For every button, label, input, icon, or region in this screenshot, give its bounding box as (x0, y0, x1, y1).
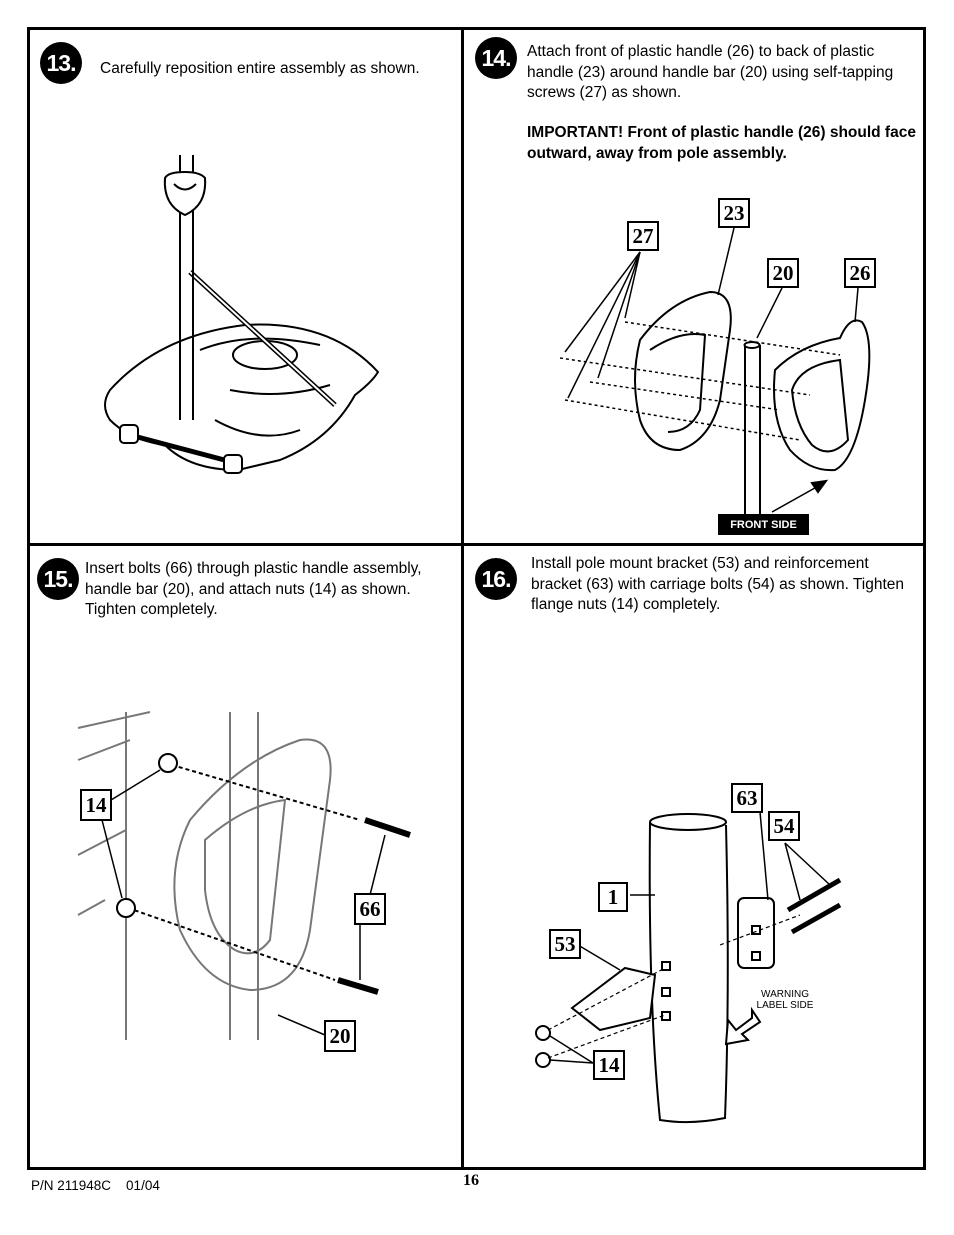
callout-14: 14 (593, 1050, 625, 1080)
step-16-badge: 16. (475, 558, 517, 600)
callout-27: 27 (627, 221, 659, 251)
step-15-badge: 15. (37, 558, 79, 600)
step-14-illustration (559, 227, 871, 515)
grid-divider-horizontal (27, 543, 926, 546)
callout-63: 63 (731, 783, 763, 813)
warning-label-side: WARNING LABEL SIDE (756, 989, 814, 1011)
step-15-text: Insert bolts (66) through plastic handle… (85, 560, 422, 618)
grid-divider-vertical (461, 27, 464, 1170)
instruction-grid (27, 27, 926, 1170)
callout-26: 26 (844, 258, 876, 288)
callout-66: 66 (354, 893, 386, 925)
page-number: 16 (463, 1172, 479, 1189)
callout-53: 53 (549, 929, 581, 959)
callout-54: 54 (768, 811, 800, 841)
callout-14: 14 (80, 789, 112, 821)
step-15-illustration (77, 711, 411, 1040)
part-number: P/N 211948C 01/04 (31, 1178, 160, 1193)
step-16-illustration (535, 811, 842, 1124)
step-14-text: Attach front of plastic handle (26) to b… (527, 43, 894, 101)
callout-1: 1 (598, 882, 628, 912)
step-13-text: Carefully reposition entire assembly as … (100, 60, 420, 77)
callout-20: 20 (324, 1020, 356, 1052)
step-13-illustration (104, 155, 380, 474)
callout-23: 23 (718, 198, 750, 228)
front-side-label: FRONT SIDE (718, 514, 809, 535)
step-16-text: Install pole mount bracket (53) and rein… (531, 555, 905, 613)
callout-20: 20 (767, 258, 799, 288)
step-14-important: IMPORTANT! Front of plastic handle (26) … (527, 124, 916, 162)
step-13-badge: 13. (40, 42, 82, 84)
step-14-badge: 14. (475, 37, 517, 79)
